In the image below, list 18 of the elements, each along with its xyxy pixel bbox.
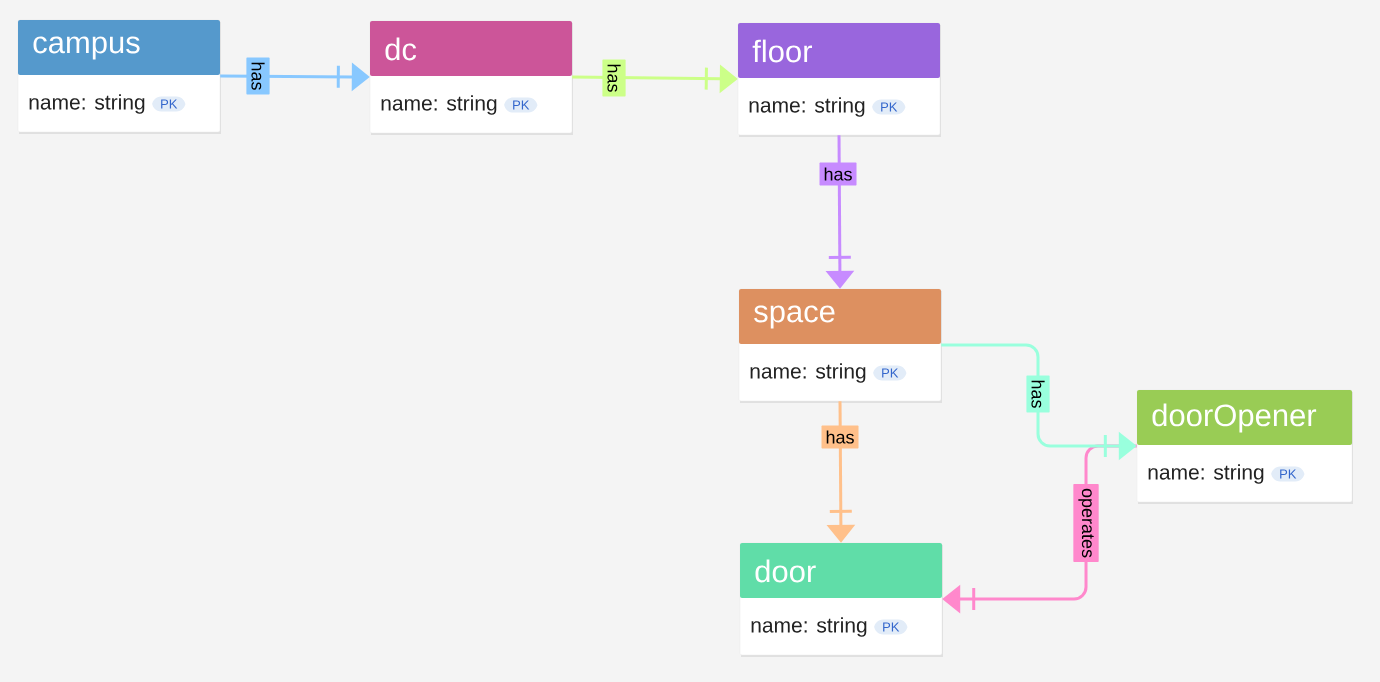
pk-badge: PK <box>504 97 538 113</box>
edge-label: has <box>246 57 270 95</box>
pk-badge: PK <box>872 99 906 115</box>
entity-box: dc name: string PK <box>369 20 573 135</box>
edge-label: has <box>1026 375 1050 413</box>
entity-box: doorOpener name: string PK <box>1136 389 1353 504</box>
pk-badge: PK <box>874 619 908 635</box>
entity-box: space name: string PK <box>738 288 942 403</box>
pk-badge: PK <box>873 365 907 381</box>
edge-label: has <box>821 425 859 449</box>
edge-label: has <box>819 162 857 186</box>
pk-badge: PK <box>152 96 186 112</box>
pk-badge: PK <box>1271 466 1305 482</box>
entity-box: floor name: string PK <box>737 22 941 137</box>
edge-label: has <box>602 59 626 97</box>
entity-box: campus name: string PK <box>17 19 221 134</box>
edge-label: operates <box>1073 484 1099 563</box>
entity-box: door name: string PK <box>739 542 943 657</box>
